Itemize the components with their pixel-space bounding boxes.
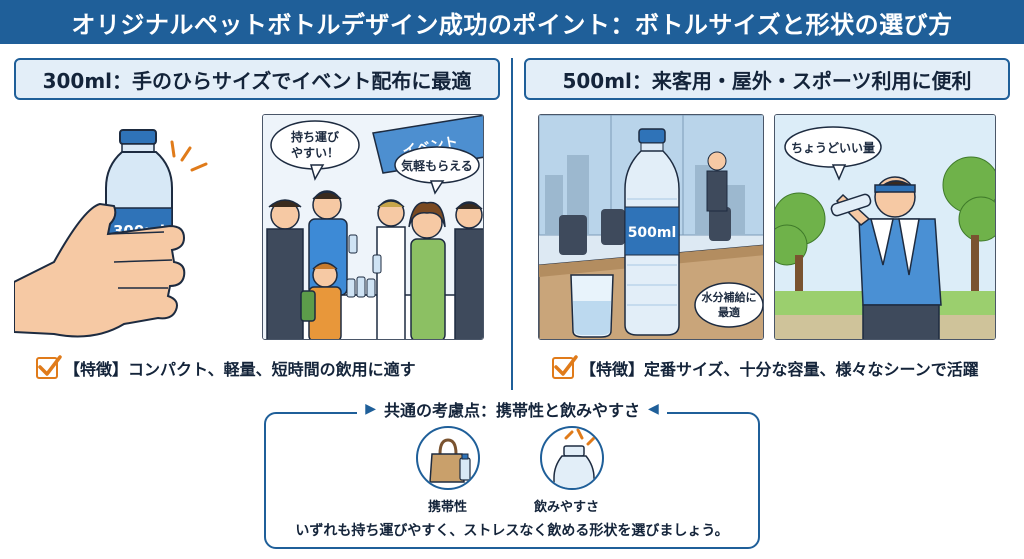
bubble-text-portable-1: 持ち運び: [291, 129, 340, 144]
office-bottle-illustration: 500ml 水分補給に 最適: [538, 114, 764, 340]
feature-300ml: 【特徴】コンパクト、軽量、短時間の飲用に適す: [36, 355, 416, 380]
feature-500ml-text: 【特徴】定番サイズ、十分な容量、様々なシーンで活躍: [580, 360, 979, 379]
runner-drinking-illustration: ちょうどいい量: [774, 114, 996, 340]
note-text-2: 最適: [718, 305, 740, 319]
common-description: いずれも持ち運びやすく、ストレスなく飲める形状を選びましょう。: [295, 523, 729, 539]
hand-bottle-illustration: 300ml: [13, 112, 244, 344]
feature-500ml: 【特徴】定番サイズ、十分な容量、様々なシーンで活躍: [552, 355, 979, 380]
page-title: オリジナルペットボトルデザイン成功のポイント：ボトルサイズと形状の選び方: [71, 10, 953, 39]
check-icon: [36, 355, 62, 379]
common-considerations-box: [264, 412, 760, 549]
section-heading-300ml: 300ml：手のひらサイズでイベント配布に最適: [14, 58, 500, 100]
note-text-1: 水分補給に: [702, 290, 757, 304]
icon-label-drinkability: 飲みやすさ: [534, 500, 600, 515]
title-banner: オリジナルペットボトルデザイン成功のポイント：ボトルサイズと形状の選び方: [0, 0, 1024, 44]
icon-label-portability: 携帯性: [428, 500, 468, 515]
bubble-text-portable-2: やすい！: [291, 146, 339, 160]
bottle-label-500ml: 500ml: [628, 225, 677, 241]
tote-bag-icon: [416, 426, 480, 490]
event-booth-illustration: イベント: [262, 114, 484, 340]
bubble-text-easy-receive: 気軽もらえる: [401, 158, 473, 173]
check-icon: [552, 355, 578, 379]
bottle-splash-icon: [540, 426, 604, 490]
section-divider: [511, 58, 513, 390]
feature-300ml-text: 【特徴】コンパクト、軽量、短時間の飲用に適す: [64, 360, 416, 379]
bubble-text-just-right: ちょうどいい量: [791, 141, 875, 155]
section-heading-500ml: 500ml：来客用・屋外・スポーツ利用に便利: [524, 58, 1010, 100]
